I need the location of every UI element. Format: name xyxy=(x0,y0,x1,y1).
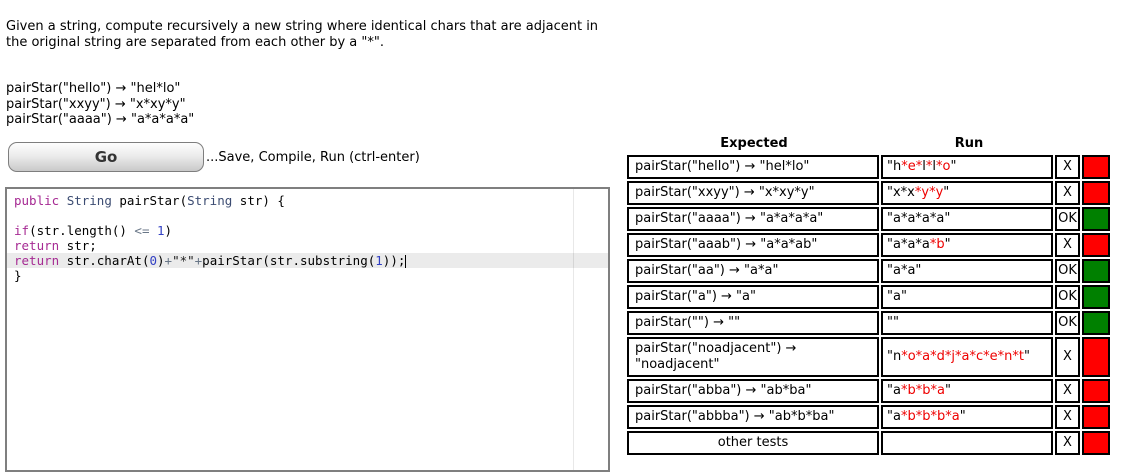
run-cell: "a*b*b*a" xyxy=(881,379,1053,403)
example-call: pairStar("aaaa") → "a*a*a*a" xyxy=(6,112,195,127)
run-cell: "a" xyxy=(881,285,1053,309)
table-row: pairStar("noadjacent") → "noadjacent""n*… xyxy=(627,337,1110,377)
description-line: the original string are separated from e… xyxy=(6,35,384,50)
result-color-cell xyxy=(1082,181,1110,205)
status-cell: X xyxy=(1055,431,1080,455)
expected-cell: pairStar("a") → "a" xyxy=(627,285,879,309)
results-header: Expected Run xyxy=(625,136,1112,151)
expected-cell: pairStar("aaab") → "a*a*ab" xyxy=(627,233,879,257)
expected-cell: pairStar("hello") → "hel*lo" xyxy=(627,155,879,179)
code-line: if(str.length() <= 1) xyxy=(14,223,173,238)
go-caption: ...Save, Compile, Run (ctrl-enter) xyxy=(206,150,420,165)
status-cell: X xyxy=(1055,233,1080,257)
result-color-cell xyxy=(1082,311,1110,335)
run-cell: "" xyxy=(881,311,1053,335)
table-row: pairStar("xxyy") → "x*xy*y""x*x*y*y"X xyxy=(627,181,1110,205)
status-cell: X xyxy=(1055,379,1080,403)
expected-cell: pairStar("xxyy") → "x*xy*y" xyxy=(627,181,879,205)
result-color-cell xyxy=(1082,155,1110,179)
example-call: pairStar("xxyy") → "x*xy*y" xyxy=(6,96,186,112)
status-cell: X xyxy=(1055,337,1080,377)
status-cell: OK xyxy=(1055,285,1080,309)
expected-cell: pairStar("abba") → "ab*ba" xyxy=(627,379,879,403)
result-color-cell xyxy=(1082,285,1110,309)
result-color-cell xyxy=(1082,379,1110,403)
expected-cell: pairStar("") → "" xyxy=(627,311,879,335)
table-row: pairStar("aaaa") → "a*a*a*a""a*a*a*a"OK xyxy=(627,207,1110,231)
run-cell: "n*o*a*d*j*a*c*e*n*t" xyxy=(881,337,1053,377)
go-button[interactable]: Go xyxy=(8,142,204,172)
expected-cell: pairStar("aa") → "a*a" xyxy=(627,259,879,283)
run-cell: "a*a*a*a" xyxy=(881,207,1053,231)
table-row: pairStar("a") → "a""a"OK xyxy=(627,285,1110,309)
result-color-cell xyxy=(1082,431,1110,455)
code-editor[interactable]: public String pairStar(String str) { if(s… xyxy=(5,187,610,472)
status-cell: X xyxy=(1055,405,1080,429)
expected-column-header: Expected xyxy=(720,136,788,151)
description-line: Given a string, compute recursively a ne… xyxy=(6,19,599,34)
run-cell: "x*x*y*y" xyxy=(881,181,1053,205)
expected-cell: pairStar("abbba") → "ab*b*ba" xyxy=(627,405,879,429)
status-cell: OK xyxy=(1055,259,1080,283)
run-cell: "a*b*b*b*a" xyxy=(881,405,1053,429)
run-cell xyxy=(881,431,1053,455)
status-cell: OK xyxy=(1055,207,1080,231)
example-calls: pairStar("hello") → "hel*lo" pairStar("x… xyxy=(6,81,194,128)
run-cell: "a*a" xyxy=(881,259,1053,283)
table-row: pairStar("hello") → "hel*lo""h*e*l*l*o"X xyxy=(627,155,1110,179)
table-row: pairStar("aa") → "a*a""a*a"OK xyxy=(627,259,1110,283)
table-row: pairStar("abba") → "ab*ba""a*b*b*a"X xyxy=(627,379,1110,403)
result-color-cell xyxy=(1082,233,1110,257)
problem-description: Given a string, compute recursively a ne… xyxy=(6,19,666,51)
code-line: public String pairStar(String str) { xyxy=(14,193,285,208)
code-line xyxy=(7,208,608,223)
table-row: pairStar("aaab") → "a*a*ab""a*a*a*b"X xyxy=(627,233,1110,257)
status-cell: X xyxy=(1055,181,1080,205)
result-color-cell xyxy=(1082,405,1110,429)
results-table: pairStar("hello") → "hel*lo""h*e*l*l*o"X… xyxy=(625,153,1112,457)
expected-cell: other tests xyxy=(627,431,879,455)
table-row: pairStar("abbba") → "ab*b*ba""a*b*b*b*a"… xyxy=(627,405,1110,429)
status-cell: OK xyxy=(1055,311,1080,335)
expected-cell: pairStar("aaaa") → "a*a*a*a" xyxy=(627,207,879,231)
run-cell: "a*a*a*b" xyxy=(881,233,1053,257)
print-margin-ruler xyxy=(573,189,574,470)
code-line: } xyxy=(14,268,22,283)
run-cell: "h*e*l*l*o" xyxy=(881,155,1053,179)
code-line: return str; xyxy=(14,238,97,253)
code-line: return str.charAt(0)+"*"+pairStar(str.su… xyxy=(7,253,608,268)
result-color-cell xyxy=(1082,337,1110,377)
result-color-cell xyxy=(1082,207,1110,231)
status-cell: X xyxy=(1055,155,1080,179)
run-column-header: Run xyxy=(954,136,984,151)
code-lines: public String pairStar(String str) { if(s… xyxy=(7,193,608,283)
table-row: pairStar("") → """"OK xyxy=(627,311,1110,335)
example-call: pairStar("hello") → "hel*lo" xyxy=(6,81,181,96)
expected-cell: pairStar("noadjacent") → "noadjacent" xyxy=(627,337,879,377)
result-color-cell xyxy=(1082,259,1110,283)
table-row: other tests X xyxy=(627,431,1110,455)
text-cursor xyxy=(405,255,407,268)
